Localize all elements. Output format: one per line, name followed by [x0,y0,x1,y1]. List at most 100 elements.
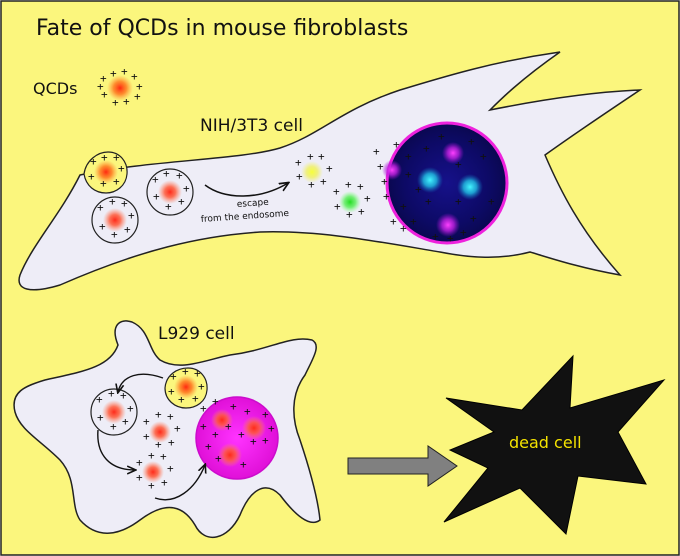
svg-text:+: + [200,402,207,415]
nucleus-qcd [442,142,464,164]
svg-text:+: + [357,180,364,193]
svg-text:+: + [123,95,130,108]
svg-text:+: + [198,380,205,393]
nih3t3-label: NIH/3T3 cell [200,116,303,136]
svg-text:+: + [455,195,462,208]
svg-text:+: + [438,130,445,143]
svg-text:+: + [131,70,138,83]
nucleus-qcd [382,160,402,180]
svg-text:+: + [120,389,127,402]
svg-text:+: + [155,438,162,451]
svg-text:+: + [113,151,120,164]
escape-label: escape [237,198,270,210]
qcd-cytosol: +++ ++++ [143,408,181,451]
svg-text:+: + [178,195,185,208]
svg-text:+: + [99,220,106,233]
nucleus-qcd [417,167,443,193]
svg-text:+: + [480,150,487,163]
nucleus-qcd [436,213,460,237]
svg-text:+: + [393,138,400,151]
svg-text:+: + [308,178,315,191]
svg-text:+: + [447,232,454,245]
svg-text:+: + [134,90,141,103]
svg-text:+: + [163,167,170,180]
svg-text:+: + [110,67,117,80]
svg-text:+: + [152,173,159,186]
svg-text:+: + [215,452,222,465]
svg-text:+: + [381,175,388,188]
svg-text:+: + [90,155,97,168]
l929-cell: +++ +++ +++ +++ +++ +++ ++++ +++ ++++ ++… [13,320,321,539]
svg-text:+: + [183,182,190,195]
svg-text:+: + [383,190,390,203]
svg-text:+: + [155,408,162,421]
svg-text:+: + [194,367,201,380]
svg-text:+: + [390,215,397,228]
svg-text:+: + [143,430,150,443]
nucleus-qcd [457,174,483,200]
svg-text:+: + [432,230,439,243]
svg-text:+: + [468,135,475,148]
svg-text:+: + [400,200,407,213]
svg-text:+: + [168,385,175,398]
svg-text:+: + [113,175,120,188]
svg-text:+: + [455,158,462,171]
qcd-entering: +++ ++++ [83,151,128,194]
svg-text:+: + [128,209,135,222]
svg-text:+: + [405,150,412,163]
qcd-entering: +++ ++++ [164,365,208,409]
svg-text:+: + [124,223,131,236]
svg-text:+: + [160,450,167,463]
svg-text:+: + [262,408,269,421]
svg-text:+: + [127,402,134,415]
pathway-arrow [97,429,135,470]
svg-text:+: + [168,436,175,449]
svg-text:+: + [400,222,407,235]
svg-text:+: + [262,434,269,447]
svg-text:+: + [97,201,104,214]
figure-title: Fate of QCDs in mouse fibroblasts [36,16,408,41]
qcd-particle [107,75,133,101]
escape-arrow [204,183,288,197]
svg-text:+: + [373,145,380,158]
qcd-cytosol-yellow: +++ ++++ [295,150,333,191]
svg-text:+: + [121,197,128,210]
svg-text:+: + [460,226,467,239]
svg-text:+: + [136,456,143,469]
l929-nucleus-charges: +++ +++ +++ +++ +++ [200,395,275,471]
svg-text:+: + [100,177,107,190]
svg-text:+: + [225,420,232,433]
svg-text:+: + [110,420,117,433]
svg-text:+: + [161,476,168,489]
svg-text:+: + [296,170,303,183]
svg-text:+: + [96,393,103,406]
svg-text:+: + [488,195,495,208]
svg-text:+: + [167,410,174,423]
svg-text:+: + [100,72,107,85]
dead-cell-label: dead cell [509,433,582,452]
svg-text:+: + [230,400,237,413]
svg-text:+: + [410,215,417,228]
svg-text:+: + [170,370,177,383]
pathway-arrow [154,465,205,501]
nih3t3-nucleus [385,121,509,245]
svg-text:+: + [364,192,371,205]
svg-text:+: + [295,156,302,169]
svg-text:+: + [101,151,108,164]
endosome: +++ ++++ [146,167,194,216]
outcome-arrow [347,445,458,487]
svg-text:+: + [377,160,384,173]
svg-text:+: + [97,411,104,424]
svg-text:+: + [425,195,432,208]
dead-cell-shape [443,354,666,536]
svg-text:+: + [250,435,257,448]
svg-text:+: + [97,80,104,93]
svg-text:+: + [136,471,143,484]
endosome: +++ ++++ [91,195,139,244]
svg-text:+: + [320,175,327,188]
svg-text:+: + [334,200,341,213]
svg-text:+: + [182,365,189,378]
svg-text:+: + [143,415,150,428]
svg-text:+: + [118,162,125,175]
